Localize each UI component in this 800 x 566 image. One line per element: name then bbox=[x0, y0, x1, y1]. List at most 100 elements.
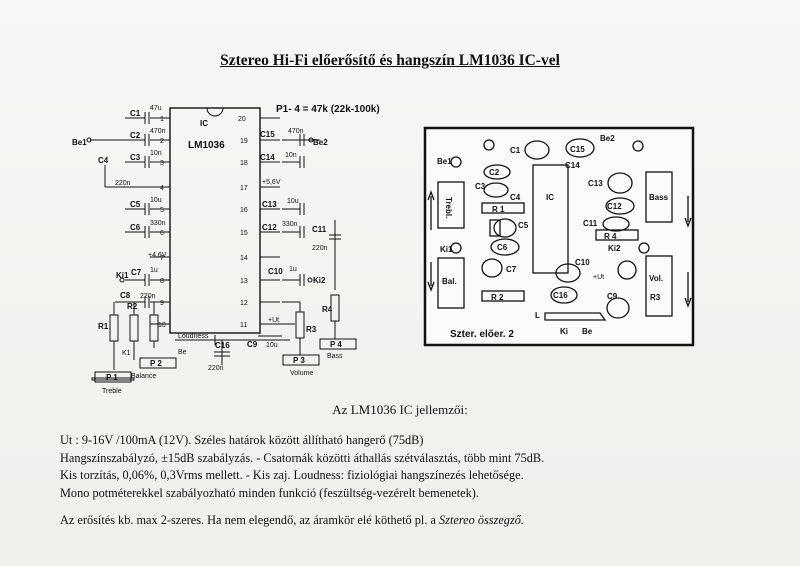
svg-text:+4,6V: +4,6V bbox=[148, 252, 167, 259]
svg-text:C2: C2 bbox=[489, 168, 500, 177]
description-line: Kis torzítás, 0,06%, 0,3Vrms mellett. - … bbox=[60, 468, 524, 482]
svg-text:C4: C4 bbox=[510, 193, 521, 202]
svg-text:C10: C10 bbox=[268, 267, 283, 276]
svg-text:C2: C2 bbox=[130, 131, 141, 140]
svg-text:220n: 220n bbox=[312, 245, 328, 252]
svg-text:1: 1 bbox=[160, 116, 164, 123]
svg-text:C14: C14 bbox=[260, 153, 275, 162]
svg-text:13: 13 bbox=[240, 278, 248, 285]
svg-text:Balance: Balance bbox=[131, 373, 156, 380]
svg-text:4: 4 bbox=[160, 185, 164, 192]
svg-text:R 4: R 4 bbox=[604, 232, 617, 241]
svg-text:220n: 220n bbox=[140, 293, 156, 300]
svg-text:Bal.: Bal. bbox=[442, 277, 457, 286]
svg-text:1u: 1u bbox=[150, 267, 158, 274]
svg-text:C5: C5 bbox=[130, 200, 141, 209]
svg-text:19: 19 bbox=[240, 138, 248, 145]
svg-text:470n: 470n bbox=[150, 128, 166, 135]
svg-text:C13: C13 bbox=[588, 179, 603, 188]
svg-text:1u: 1u bbox=[289, 266, 297, 273]
svg-text:K1: K1 bbox=[122, 350, 131, 357]
svg-text:5: 5 bbox=[160, 207, 164, 214]
description-heading: Az LM1036 IC jellemzői: bbox=[332, 402, 468, 417]
svg-text:Treble: Treble bbox=[102, 388, 122, 395]
description-text: Ut : 9-16V /100mA (12V). Széles határok … bbox=[60, 432, 760, 530]
svg-text:Ki1: Ki1 bbox=[116, 271, 129, 280]
svg-text:IC: IC bbox=[546, 193, 554, 202]
svg-text:330n: 330n bbox=[150, 220, 166, 227]
svg-text:8: 8 bbox=[160, 278, 164, 285]
svg-text:Be: Be bbox=[178, 349, 187, 356]
description-line: Hangszínszabályzó, ±15dB szabályzás. - C… bbox=[60, 450, 545, 465]
svg-text:Bass: Bass bbox=[649, 193, 669, 202]
svg-text:+Ut: +Ut bbox=[593, 274, 604, 281]
svg-text:C15: C15 bbox=[570, 145, 585, 154]
svg-text:R1: R1 bbox=[98, 322, 109, 331]
svg-text:C3: C3 bbox=[130, 153, 141, 162]
page-title: Sztereo Hi-Fi előerősítő és hangszín LM1… bbox=[220, 52, 560, 69]
svg-text:Ki2: Ki2 bbox=[608, 244, 621, 253]
summer-reference: Sztereo összegző. bbox=[439, 513, 524, 527]
svg-text:2: 2 bbox=[160, 138, 164, 145]
svg-text:10u: 10u bbox=[266, 342, 278, 349]
svg-text:Trebl.: Trebl. bbox=[444, 197, 453, 218]
svg-text:10u: 10u bbox=[287, 198, 299, 205]
svg-text:47u: 47u bbox=[150, 105, 162, 112]
svg-text:Vol.: Vol. bbox=[649, 274, 663, 283]
svg-text:C1: C1 bbox=[130, 109, 141, 118]
svg-text:Be1: Be1 bbox=[437, 157, 452, 166]
svg-text:220n: 220n bbox=[208, 365, 224, 372]
svg-text:L: L bbox=[535, 311, 540, 320]
description-line: Mono potméterekkel szabályozható minden … bbox=[60, 485, 479, 500]
svg-text:C16: C16 bbox=[553, 291, 568, 300]
svg-text:Bass: Bass bbox=[327, 353, 343, 360]
svg-text:C12: C12 bbox=[607, 202, 622, 211]
svg-text:9: 9 bbox=[160, 300, 164, 307]
svg-text:Be: Be bbox=[582, 327, 593, 336]
svg-text:Be2: Be2 bbox=[313, 138, 328, 147]
svg-text:C6: C6 bbox=[497, 243, 508, 252]
svg-text:16: 16 bbox=[240, 207, 248, 214]
circuit-schematic: IC LM1036 P1- 4 = 47k (22k-100k) 1 2 3 4… bbox=[72, 104, 380, 395]
svg-text:Szter. előer. 2: Szter. előer. 2 bbox=[450, 329, 514, 340]
svg-text:10: 10 bbox=[158, 322, 166, 329]
svg-text:15: 15 bbox=[240, 230, 248, 237]
svg-text:P 4: P 4 bbox=[330, 340, 342, 349]
svg-text:C13: C13 bbox=[262, 200, 277, 209]
svg-text:470n: 470n bbox=[288, 128, 304, 135]
svg-text:C9: C9 bbox=[607, 292, 618, 301]
svg-text:7: 7 bbox=[160, 255, 164, 262]
svg-text:C11: C11 bbox=[312, 225, 327, 234]
svg-text:R 1: R 1 bbox=[492, 205, 505, 214]
svg-text:C4: C4 bbox=[98, 156, 109, 165]
svg-text:C7: C7 bbox=[131, 268, 142, 277]
ic-label: IC bbox=[200, 119, 208, 128]
svg-text:C15: C15 bbox=[260, 130, 275, 139]
svg-text:10n: 10n bbox=[150, 150, 162, 157]
svg-text:C6: C6 bbox=[130, 223, 141, 232]
svg-text:R 2: R 2 bbox=[491, 293, 504, 302]
svg-text:C1: C1 bbox=[510, 146, 521, 155]
svg-text:C3: C3 bbox=[475, 182, 486, 191]
svg-text:P 2: P 2 bbox=[150, 359, 162, 368]
svg-text:R3: R3 bbox=[650, 293, 661, 302]
svg-text:R4: R4 bbox=[322, 305, 333, 314]
svg-text:10n: 10n bbox=[285, 152, 297, 159]
ic-name: LM1036 bbox=[188, 140, 225, 151]
description-line: Ut : 9-16V /100mA (12V). Széles határok … bbox=[60, 433, 424, 447]
svg-text:Be1: Be1 bbox=[72, 138, 87, 147]
svg-text:14: 14 bbox=[240, 255, 248, 262]
svg-text:C11: C11 bbox=[583, 219, 598, 228]
pcb-layout: C1 C15 Be2 Be1 C2 C14 C3 C13 IC R 1 C4 C… bbox=[423, 126, 695, 347]
svg-text:C7: C7 bbox=[506, 265, 517, 274]
svg-text:C12: C12 bbox=[262, 223, 277, 232]
svg-text:Volume: Volume bbox=[290, 370, 313, 377]
svg-text:C8: C8 bbox=[120, 291, 131, 300]
svg-text:C10: C10 bbox=[575, 258, 590, 267]
svg-text:12: 12 bbox=[240, 300, 248, 307]
svg-text:+Ut: +Ut bbox=[268, 317, 279, 324]
description-final: Az erősítés kb. max 2-szeres. Ha nem ele… bbox=[60, 513, 524, 527]
svg-text:3: 3 bbox=[160, 160, 164, 167]
svg-text:Ki2: Ki2 bbox=[313, 276, 326, 285]
svg-text:C16: C16 bbox=[215, 341, 230, 350]
